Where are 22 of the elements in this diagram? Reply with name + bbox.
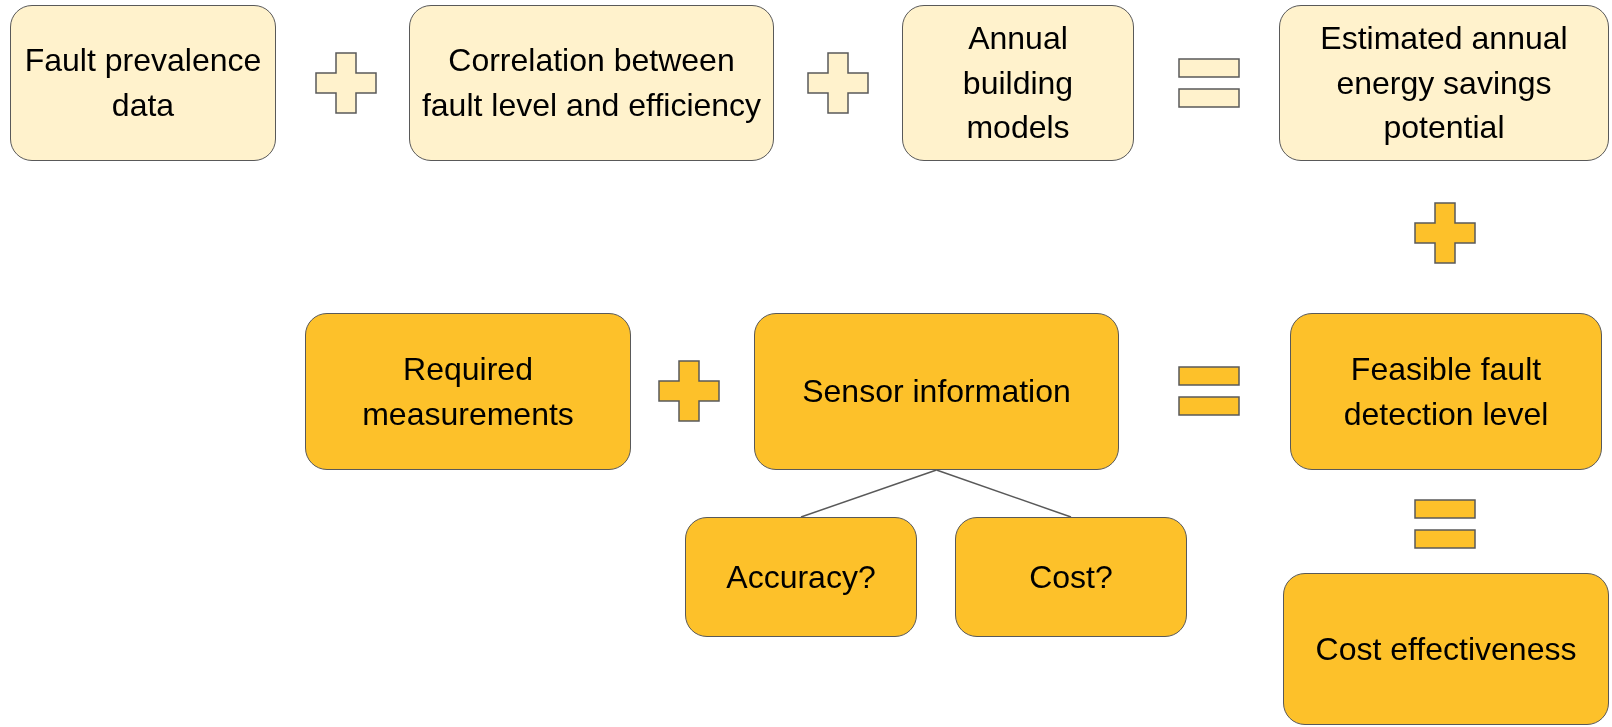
- connector-line: [935, 469, 1072, 518]
- connector-line: [800, 469, 938, 518]
- rounded-box: [902, 5, 1134, 161]
- box-label: Annual building models: [961, 18, 1075, 148]
- box-label: Fault prevalence data: [23, 41, 263, 125]
- box-label: Cost?: [1028, 557, 1114, 597]
- rounded-box: [305, 313, 631, 470]
- rounded-box: [1279, 5, 1609, 161]
- box-label: Feasible fault detection level: [1342, 349, 1550, 434]
- rounded-box: [10, 5, 276, 161]
- rounded-box: [955, 517, 1187, 637]
- box-label: Correlation between fault level and efficiency: [420, 41, 763, 125]
- box-label: Sensor information: [801, 372, 1072, 412]
- rounded-box: [685, 517, 917, 637]
- rounded-box: [1283, 573, 1609, 725]
- box-label: Cost effectiveness: [1314, 629, 1578, 669]
- box-label: Accuracy?: [725, 557, 877, 597]
- rounded-box: [1290, 313, 1602, 470]
- rounded-box: [409, 5, 774, 161]
- rounded-box: [754, 313, 1119, 470]
- box-label: Required measurements: [361, 349, 575, 434]
- box-label: Estimated annual energy savings potential: [1319, 18, 1569, 148]
